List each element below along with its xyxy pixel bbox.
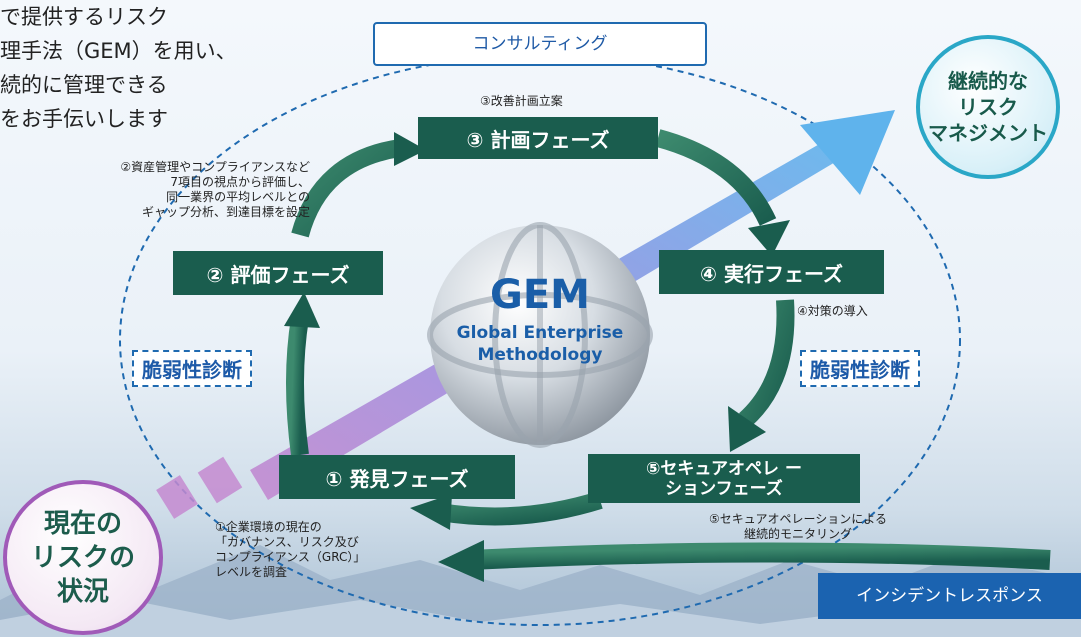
secure-op-note: ⑤セキュアオペレーションによる 継続的モニタリング bbox=[709, 512, 887, 541]
assess-note: ②資産管理やコンプライアンスなど 7項目の視点から評価し、 同一業界の平均レベル… bbox=[120, 160, 310, 219]
plan-note: ③改善計画立案 bbox=[480, 94, 563, 108]
cycle-arrows bbox=[286, 129, 1051, 570]
phase-plan: ③ 計画フェーズ bbox=[418, 117, 658, 159]
mountain-range-front bbox=[0, 598, 1081, 637]
execute-note: ④対策の導入 bbox=[797, 304, 868, 318]
vulnerability-badge-left: 脆弱性診断 bbox=[132, 350, 252, 387]
gem-title: GEM bbox=[490, 272, 590, 318]
phase-secure-operation-label: ⑤セキュアオペレ ー ションフェーズ bbox=[646, 458, 802, 499]
phase-discover: ① 発見フェーズ bbox=[279, 455, 515, 499]
goal-circle: 継続的な リスク マネジメント bbox=[916, 35, 1060, 179]
current-circle: 現在の リスクの 状況 bbox=[3, 480, 163, 635]
vulnerability-badge-right: 脆弱性診断 bbox=[800, 350, 920, 387]
discover-note: ①企業環境の現在の 「ガバナンス、リスク及び コンプライアンス（GRC）」 レベ… bbox=[215, 520, 366, 579]
phase-execute: ④ 実行フェーズ bbox=[659, 250, 884, 294]
cycle-arrowheads bbox=[284, 132, 790, 582]
globe-icon bbox=[427, 222, 653, 448]
consulting-banner: コンサルティング bbox=[373, 22, 707, 66]
phase-assess: ② 評価フェーズ bbox=[173, 251, 383, 295]
gem-subtitle: Global Enterprise Methodology bbox=[456, 323, 624, 365]
phase-secure-operation: ⑤セキュアオペレ ー ションフェーズ bbox=[588, 454, 860, 503]
incident-response-banner: インシデントレスポンス bbox=[818, 573, 1081, 619]
intro-text: で提供するリスク 理手法（GEM）を用い、 続的に管理できる をお手伝いします bbox=[0, 5, 237, 131]
